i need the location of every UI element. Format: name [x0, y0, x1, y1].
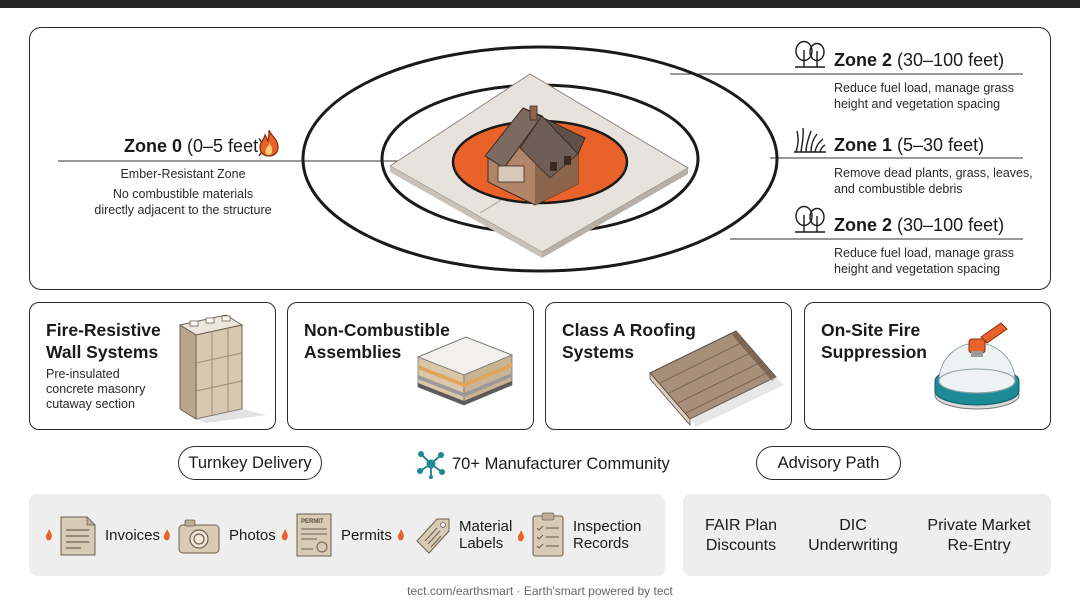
svg-text:PERMIT: PERMIT [301, 519, 324, 525]
zone-0-description: No combustible materials directly adjace… [94, 187, 272, 217]
zone-2-top-description: Reduce fuel load, manage grass height an… [834, 81, 1014, 111]
invoice-document-icon [45, 516, 96, 556]
zone-2-bottom-description: Reduce fuel load, manage grass height an… [834, 246, 1014, 276]
zone-2-top-range: (30–100 feet) [897, 50, 1005, 70]
house-illustration [484, 105, 586, 206]
zone-1-description: Remove dead plants, grass, leaves, and c… [834, 166, 1033, 196]
advisory-private-market: Private Market Re-Entry [927, 517, 1031, 554]
doc-label: Photos [229, 526, 276, 544]
feature-subtitle: Pre-insulated concrete masonry cutaway s… [46, 367, 146, 411]
advisory-dic-underwriting: DIC Underwriting [808, 517, 898, 554]
doc-label: Invoices [105, 526, 161, 544]
zone-0-name: Zone 0 [124, 136, 183, 156]
zone-1-title: Zone 1 (5–30 feet) [834, 135, 984, 156]
roof-shingles-icon [649, 330, 784, 427]
tag-icon [397, 518, 450, 554]
network-hub-icon [417, 451, 445, 479]
doc-item-invoices: Invoices [43, 494, 160, 576]
top-bar [0, 0, 1080, 8]
turnkey-delivery-pill[interactable]: Turnkey Delivery [178, 446, 322, 480]
zone-1-name: Zone 1 [834, 135, 893, 155]
advisory-outcomes-panel: FAIR Plan Discounts DIC Underwriting Pri… [683, 494, 1051, 576]
clipboard-checklist-icon [517, 512, 564, 557]
permit-document-icon: PERMIT [281, 513, 332, 557]
doc-label: Material Labels [459, 518, 513, 552]
zone-2-top-name: Zone 2 [834, 50, 893, 70]
doc-item-photos: Photos [161, 494, 276, 576]
trees-icon [795, 40, 825, 68]
masonry-wall-icon [178, 314, 266, 423]
zone-0-title: Zone 0 (0–5 feet) [124, 136, 264, 157]
layered-panel-icon [416, 336, 514, 406]
feature-card-wall-systems: Fire-Resistive Wall Systems Pre-insulate… [29, 302, 276, 430]
feature-title: On-Site Fire Suppression [821, 320, 927, 362]
zone-1-range: (5–30 feet) [897, 135, 985, 155]
feature-card-non-combustible: Non-Combustible Assemblies [287, 302, 534, 430]
footer-credit: tect.com/earthsmart · Earth'smart powere… [407, 584, 673, 598]
defensible-space-diagram: Zone 0 (0–5 feet) Ember-Resistant Zone N… [29, 27, 1051, 290]
zone-2-bottom-range: (30–100 feet) [897, 215, 1005, 235]
grass-icon [794, 127, 826, 153]
zone-0-range: (0–5 feet) [187, 136, 265, 156]
feature-card-class-a-roofing: Class A Roofing Systems [545, 302, 792, 430]
advisory-path-pill[interactable]: Advisory Path [756, 446, 901, 480]
feature-title: Non-Combustible Assemblies [304, 320, 450, 362]
zone-rings-illustration [58, 45, 1023, 273]
sprinkler-head-icon [934, 322, 1020, 410]
trees-icon [795, 205, 825, 233]
feature-card-fire-suppression: On-Site Fire Suppression [804, 302, 1051, 430]
zone-2-ring [301, 45, 779, 273]
doc-label: Permits [341, 526, 392, 544]
zone-0-subtitle: Ember-Resistant Zone [120, 167, 246, 181]
doc-label: Inspection Records [573, 518, 642, 552]
doc-item-material-labels: Material Labels [395, 494, 512, 576]
documentation-panel: Invoices Photos PERMIT Permits Material … [29, 494, 665, 576]
feature-title: Class A Roofing Systems [562, 320, 696, 362]
feature-title: Fire-Resistive Wall Systems [46, 320, 161, 362]
doc-item-inspection-records: Inspection Records [515, 494, 641, 576]
manufacturer-community: 70+ Manufacturer Community [416, 449, 670, 479]
zone-2-bottom-name: Zone 2 [834, 215, 893, 235]
doc-item-permits: PERMIT Permits [279, 494, 392, 576]
advisory-fair-plan: FAIR Plan Discounts [704, 517, 778, 554]
community-label: 70+ Manufacturer Community [452, 454, 670, 473]
zone-2-top-title: Zone 2 (30–100 feet) [834, 50, 1004, 71]
zone-2-bottom-title: Zone 2 (30–100 feet) [834, 215, 1004, 236]
flame-icon [259, 129, 279, 157]
camera-icon [163, 519, 220, 554]
